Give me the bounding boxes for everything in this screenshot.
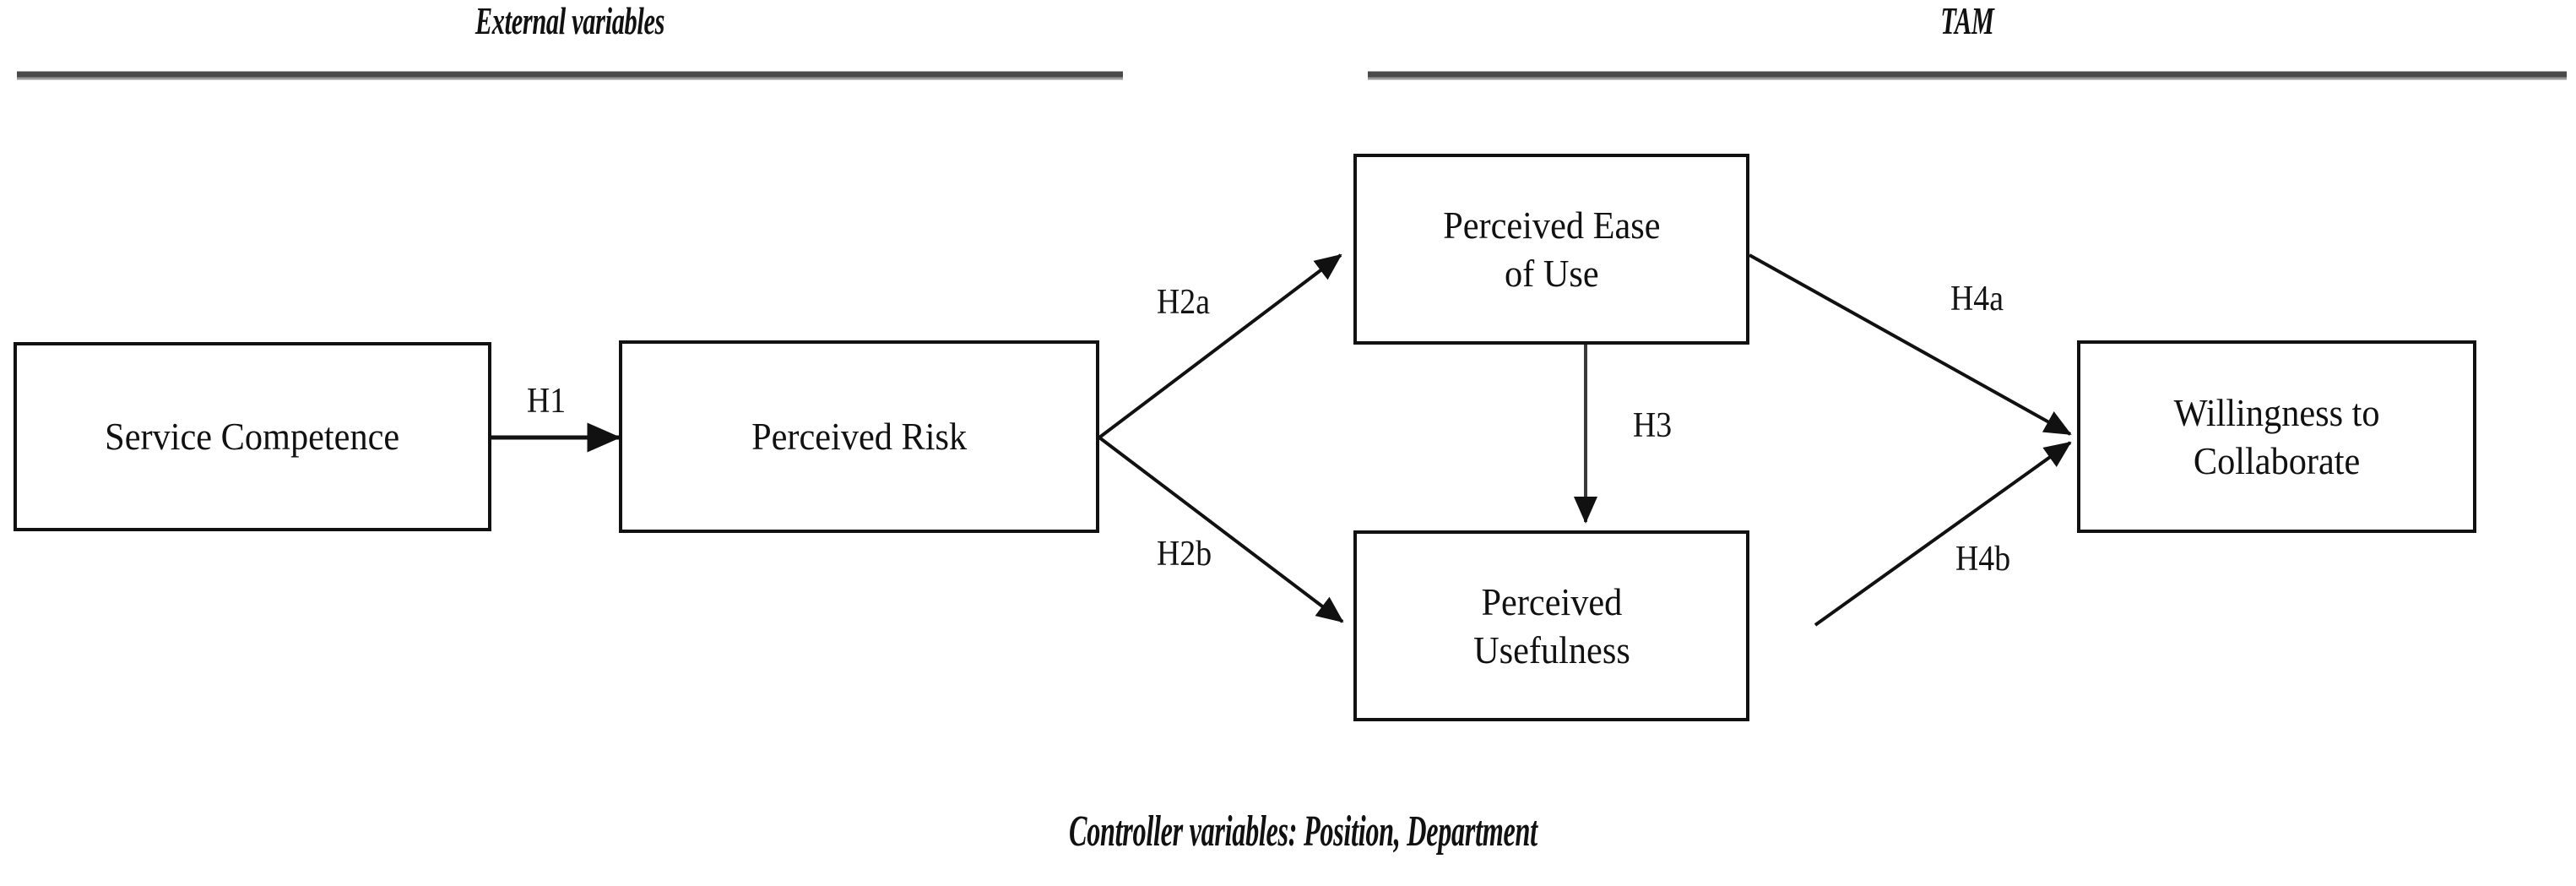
node-service-competence[interactable]: Service Competence	[14, 342, 491, 531]
path-label-h2b: H2b	[1157, 535, 1212, 573]
path-label-h1: H1	[527, 382, 567, 421]
path-label-h3: H3	[1633, 406, 1673, 445]
node-label-perceived-risk: Perceived Risk	[751, 415, 968, 459]
path-label-h4a: H4a	[1950, 280, 2004, 318]
node-label-service-competence: Service Competence	[105, 415, 400, 459]
path-arrow-h2a	[1098, 253, 1342, 439]
node-perceived-usefulness[interactable]: Perceived Usefulness	[1353, 530, 1749, 721]
path-label-h2a: H2a	[1157, 283, 1210, 322]
section-rule-tam	[1368, 71, 2567, 80]
node-perceived-risk[interactable]: Perceived Risk	[619, 340, 1099, 533]
path-arrow-h4b	[1814, 441, 2072, 627]
node-willingness-to-collaborate[interactable]: Willingness to Collaborate	[2077, 340, 2476, 533]
path-label-h4b: H4b	[1955, 540, 2011, 579]
node-label-perceived-ease-of-use: Perceived Ease of Use	[1442, 203, 1661, 295]
path-arrow-h2b	[1098, 436, 1344, 623]
path-arrow-h4a	[1749, 253, 2072, 436]
group-label-external-variables: External variables	[475, 0, 665, 42]
node-perceived-ease-of-use[interactable]: Perceived Ease of Use	[1353, 154, 1749, 345]
node-label-perceived-usefulness: Perceived Usefulness	[1472, 579, 1630, 671]
node-label-willingness-to-collaborate: Willingness to Collaborate	[2173, 390, 2380, 482]
group-label-tam: TAM	[1940, 0, 1994, 42]
footer-controller-variables: Controller variables: Position, Departme…	[1069, 807, 1537, 856]
section-rule-external	[17, 71, 1123, 80]
